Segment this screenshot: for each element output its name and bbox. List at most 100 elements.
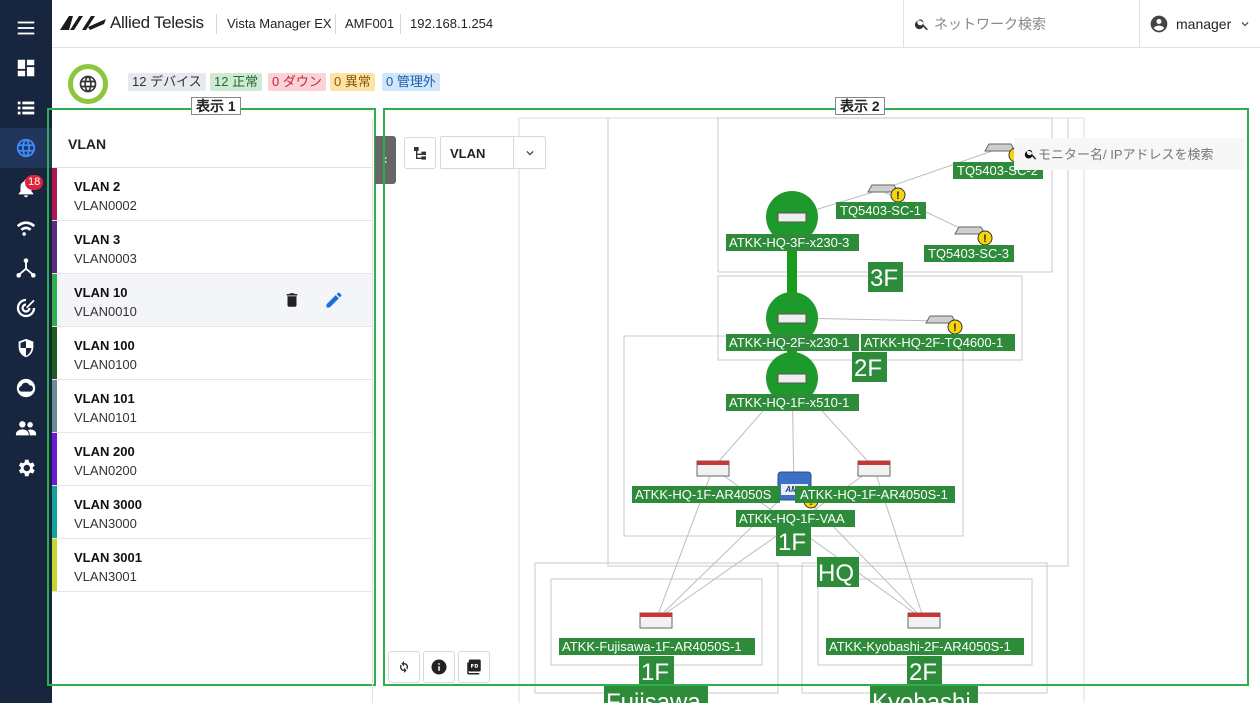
- controller-ip: 192.168.1.254: [410, 16, 494, 31]
- vlan-name: VLAN 10: [74, 285, 128, 300]
- refresh-icon: [399, 661, 409, 673]
- vlan-color-bar: [52, 327, 57, 379]
- device-count-chip[interactable]: 12 デバイス: [128, 73, 206, 91]
- nav-dashboard[interactable]: [0, 48, 52, 88]
- divider: [216, 14, 217, 34]
- vlan-color-bar: [52, 433, 57, 485]
- user-menu[interactable]: manager: [1139, 0, 1260, 48]
- collapse-panel-button[interactable]: [375, 136, 396, 184]
- globe-icon: [79, 75, 97, 93]
- device-label-ar1[interactable]: ATKK-HQ-1F-AR4050S: [635, 487, 772, 502]
- floor-label-kyobashi-2f: 2F: [909, 659, 937, 686]
- device-label-fujisawa[interactable]: ATKK-Fujisawa-1F-AR4050S-1: [562, 639, 742, 654]
- floor-label-1f: 1F: [778, 529, 806, 556]
- view-type-select[interactable]: VLAN: [440, 136, 546, 169]
- nav-rail: 18: [0, 0, 52, 703]
- nav-wireless[interactable]: [0, 208, 52, 248]
- vlan-list-header: VLAN: [52, 118, 372, 168]
- device-label-core1f[interactable]: ATKK-HQ-1F-x510-1: [729, 395, 849, 410]
- delete-icon[interactable]: [283, 290, 301, 310]
- allied-telesis-logo-icon: [60, 16, 106, 30]
- warning-mark: !: [896, 190, 900, 202]
- vlan-id: VLAN0003: [74, 251, 137, 266]
- nav-list[interactable]: [0, 88, 52, 128]
- panel-divider: [372, 118, 373, 703]
- device-label-sc3[interactable]: TQ5403-SC-3: [928, 246, 1009, 261]
- floor-label-3f: 3F: [870, 265, 898, 292]
- area-name: AMF001: [345, 16, 395, 31]
- menu-button[interactable]: [0, 8, 52, 48]
- account-icon: [1150, 15, 1168, 33]
- chevron-down-icon: [526, 151, 534, 156]
- nav-settings[interactable]: [0, 448, 52, 488]
- search-icon: [1024, 149, 1037, 160]
- wifi-icon: [16, 221, 36, 236]
- nav-users[interactable]: [0, 408, 52, 448]
- view-2-outline: [383, 108, 1249, 686]
- vlan-color-bar: [52, 221, 57, 273]
- router-icon: [639, 460, 941, 629]
- view-2-label: 表示 2: [835, 97, 885, 115]
- cloud-icon: [16, 378, 36, 398]
- device-label-sw3f[interactable]: ATKK-HQ-3F-x230-3: [729, 235, 849, 250]
- vlan-name: VLAN 3001: [74, 550, 142, 565]
- map-search-input[interactable]: [1038, 144, 1238, 164]
- network-search: [903, 0, 1139, 48]
- divider: [400, 14, 401, 34]
- down-count-chip[interactable]: 0 ダウン: [268, 73, 326, 91]
- chevron-down-icon: [1241, 22, 1249, 27]
- vlan-id: VLAN0200: [74, 463, 137, 478]
- network-search-input[interactable]: [934, 14, 1124, 34]
- vlan-name: VLAN 2: [74, 179, 121, 194]
- device-label-kyobashi[interactable]: ATKK-Kyobashi-2F-AR4050S-1: [829, 639, 1011, 654]
- hierarchy-view-button[interactable]: [404, 137, 436, 169]
- info-button[interactable]: [423, 651, 455, 683]
- export-pdf-button[interactable]: [458, 651, 490, 683]
- normal-count-chip[interactable]: 12 正常: [210, 73, 263, 91]
- nav-alerts[interactable]: 18: [0, 168, 52, 208]
- unmanaged-count-chip[interactable]: 0 管理外: [382, 73, 440, 91]
- vlan-id: VLAN0101: [74, 410, 137, 425]
- topology-map[interactable]: AMF ! ! ! ! TQ5403-SC-2 TQ5403-SC-1 TQ54…: [384, 108, 1248, 703]
- hierarchy-icon: [414, 147, 426, 160]
- topology-icon: [16, 258, 36, 278]
- top-bar: Allied Telesis Vista Manager EX AMF001 1…: [52, 0, 1260, 48]
- area-label-fujisawa: Fujisawa: [606, 689, 701, 703]
- abnormal-count-chip[interactable]: 0 異常: [330, 73, 375, 91]
- device-label-ar2[interactable]: ATKK-HQ-1F-AR4050S-1: [800, 487, 948, 502]
- menu-icon: [17, 21, 35, 35]
- warning-mark: !: [983, 233, 987, 245]
- brand-name: Allied Telesis: [110, 13, 204, 32]
- network-health-indicator[interactable]: [68, 64, 108, 104]
- vlan-color-bar: [52, 274, 57, 326]
- map-search: [1014, 138, 1244, 170]
- dashboard-icon: [17, 59, 35, 77]
- amf-tag: AMF: [784, 485, 803, 494]
- nav-cloud[interactable]: [0, 368, 52, 408]
- info-icon: [431, 659, 447, 675]
- select-divider: [513, 137, 514, 168]
- refresh-button[interactable]: [388, 651, 420, 683]
- nav-network-map[interactable]: [0, 128, 52, 168]
- device-label-sc1[interactable]: TQ5403-SC-1: [840, 203, 921, 218]
- globe-icon: [16, 138, 36, 158]
- device-label-ap2f[interactable]: ATKK-HQ-2F-TQ4600-1: [864, 335, 1003, 350]
- device-label-vaa[interactable]: ATKK-HQ-1F-VAA: [739, 511, 845, 526]
- edit-icon[interactable]: [324, 290, 344, 310]
- brand-logo[interactable]: Allied Telesis: [60, 13, 204, 33]
- nav-monitor[interactable]: [0, 288, 52, 328]
- product-name: Vista Manager EX: [227, 16, 332, 31]
- device-label-sw2f[interactable]: ATKK-HQ-2F-x230-1: [729, 335, 849, 350]
- nav-topology[interactable]: [0, 248, 52, 288]
- shield-icon: [18, 338, 34, 358]
- nav-security[interactable]: [0, 328, 52, 368]
- floor-label-fujisawa-1f: 1F: [641, 659, 669, 686]
